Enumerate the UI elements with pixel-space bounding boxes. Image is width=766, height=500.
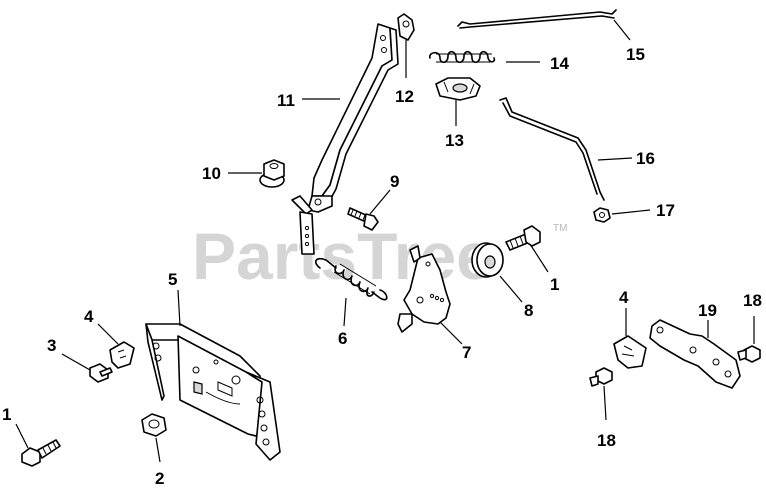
part-15-rod[interactable] [457,9,617,29]
part-7-bracket[interactable] [397,245,451,333]
part-2-nut[interactable] [141,413,167,437]
leader-lines [15,19,755,463]
part-18-bolt-right[interactable] [737,345,761,363]
callout-5[interactable]: 5 [168,270,177,289]
callout-4a[interactable]: 4 [84,307,94,326]
callout-10[interactable]: 10 [202,164,221,183]
part-8-washer[interactable] [471,242,504,278]
callout-13[interactable]: 13 [445,131,464,150]
callout-1b[interactable]: 1 [550,275,559,294]
part-10-flange-nut[interactable] [259,159,285,188]
callout-1a[interactable]: 1 [2,405,11,424]
callout-11[interactable]: 11 [277,91,295,110]
part-4-clip-right[interactable] [613,335,647,369]
part-5-plate[interactable] [145,323,281,461]
leader-1b [529,243,549,273]
watermark-text: PartsTree [192,219,493,293]
part-12-clip[interactable] [397,13,415,41]
leader-16 [597,157,633,161]
part-17-nut[interactable] [593,207,611,223]
part-1-bolt-lower[interactable] [21,439,61,467]
callout-16[interactable]: 16 [636,149,655,168]
leader-1a [15,423,29,449]
part-4-clip-left[interactable] [109,341,135,369]
part-11-control-lever[interactable] [291,23,399,255]
part-3-bolt[interactable] [89,363,113,383]
leader-15 [613,19,631,41]
callout-12[interactable]: 12 [395,87,414,106]
callout-4b[interactable]: 4 [619,288,629,307]
callout-9[interactable]: 9 [390,172,399,191]
watermark-trademark: TM [553,223,567,234]
callout-8[interactable]: 8 [524,301,533,320]
callout-17[interactable]: 17 [656,201,675,220]
callout-labels: 1 1 2 3 4 4 5 6 7 8 9 10 11 12 13 14 15 … [2,45,762,488]
leader-8 [499,275,523,303]
callout-14[interactable]: 14 [550,54,569,73]
part-13-bracket[interactable] [435,77,481,101]
leader-5 [177,289,181,327]
callout-3[interactable]: 3 [47,336,56,355]
leader-3 [61,353,91,371]
leader-7 [439,321,463,345]
part-9-bolt[interactable] [347,207,379,231]
leader-6 [343,297,347,327]
leader-17 [611,209,651,215]
callout-7[interactable]: 7 [462,343,471,362]
callout-18a[interactable]: 18 [743,291,762,310]
leader-18b [603,385,607,421]
part-6-spring[interactable] [314,257,388,301]
part-16-rod[interactable] [499,97,605,201]
callout-18b[interactable]: 18 [597,431,616,450]
callout-2[interactable]: 2 [155,469,164,488]
leader-9 [369,189,391,215]
callout-6[interactable]: 6 [338,329,347,348]
leader-4a [97,323,119,345]
part-14-spring[interactable] [429,50,496,64]
part-1-bolt-upper[interactable] [505,225,541,251]
part-18-bolt-lower[interactable] [589,367,613,387]
callout-19[interactable]: 19 [698,301,717,320]
callout-15[interactable]: 15 [626,45,645,64]
leader-2 [155,437,161,463]
part-19-link-bar[interactable] [649,319,741,389]
